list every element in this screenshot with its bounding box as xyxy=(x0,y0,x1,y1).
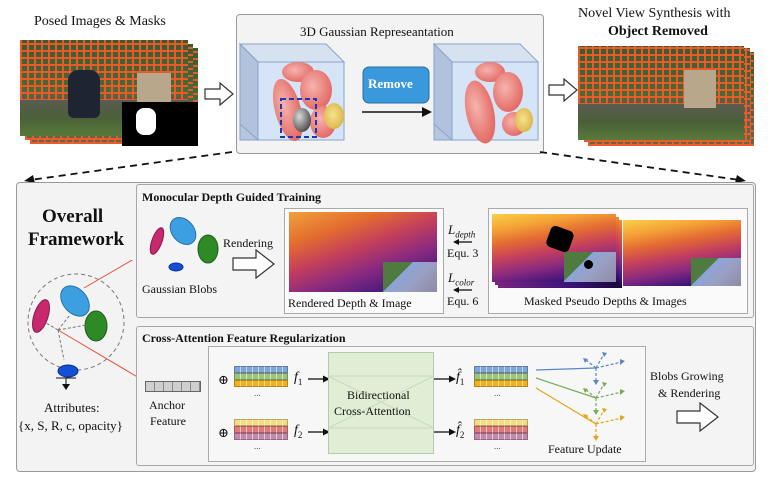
rendered-depth-image xyxy=(289,212,437,292)
anchor-label-line1: Anchor xyxy=(149,398,185,412)
feature-row-green xyxy=(234,373,288,380)
ellipsis: ... xyxy=(254,388,261,398)
input-label: Posed Images & Masks xyxy=(34,14,166,29)
framework-title-line1: Overall xyxy=(42,206,104,227)
arrow-right-icon xyxy=(308,375,330,383)
blobs-growing-line1: Blobs Growing xyxy=(650,369,724,383)
f1-label: f1 xyxy=(294,370,303,387)
attributes-set: {x, S, R, c, opacity} xyxy=(18,418,123,433)
arrow-left-icon xyxy=(453,287,472,293)
cardboard-box xyxy=(137,73,171,103)
remove-button[interactable] xyxy=(362,66,430,104)
pseudo-caption: Masked Pseudo Depths & Images xyxy=(524,294,687,308)
cross-attention-title: Cross-Attention Feature Regularization xyxy=(142,331,346,345)
masked-pseudo-depth xyxy=(492,214,616,282)
gaussian-scene-diagram xyxy=(238,42,540,144)
depth-training-title: Monocular Depth Guided Training xyxy=(142,190,322,204)
rendered-caption: Rendered Depth & Image xyxy=(288,296,412,310)
f2-label: f2 xyxy=(294,423,303,440)
feature-update-label: Feature Update xyxy=(548,442,622,456)
feature-row-blue xyxy=(234,366,288,373)
remove-button-label[interactable]: Remove xyxy=(368,76,413,91)
output-label-line1: Novel View Synthesis with xyxy=(578,6,731,21)
gaussian-blobs-figure xyxy=(149,217,219,272)
anchor-feature-vector xyxy=(145,381,201,392)
f1-hat-label: f̂1 xyxy=(456,370,465,387)
representation-title: 3D Gaussian Represeantation xyxy=(300,24,454,39)
feature-row-orange xyxy=(234,380,288,387)
ellipsis: ... xyxy=(494,388,501,398)
object-mask xyxy=(122,102,198,146)
updated-feature-row-green xyxy=(474,373,528,380)
module-label-line1: Bidirectional xyxy=(347,388,410,402)
module-label-line2: Cross-Attention xyxy=(334,404,411,418)
f2-hat-label: f̂2 xyxy=(456,423,465,440)
arrow-right-icon xyxy=(434,428,456,436)
hollow-arrow-right-icon xyxy=(232,249,275,279)
output-label-line2: Object Removed xyxy=(608,24,708,39)
expansion-arrows xyxy=(24,151,746,183)
updated-feature-row-purple xyxy=(474,433,528,440)
masked-rgb-inset xyxy=(564,252,616,282)
cube-after xyxy=(432,42,540,144)
updated-feature-row-orange xyxy=(474,380,528,387)
updated-feature-row-yellow xyxy=(474,419,528,426)
loss-color: Lcolor xyxy=(448,270,475,288)
attributes-label: Attributes: xyxy=(44,400,100,415)
gaussian-blobs-label: Gaussian Blobs xyxy=(142,282,217,296)
updated-feature-row-blue xyxy=(474,366,528,373)
updated-feature-row-red xyxy=(474,426,528,433)
arrow-right-icon xyxy=(308,428,330,436)
cube-before xyxy=(238,42,346,142)
gaussian-blob-cluster xyxy=(27,260,147,390)
arrow-right-icon xyxy=(434,375,456,383)
pseudo-rgb-inset xyxy=(691,258,741,286)
concat-icon: ⊕ xyxy=(218,425,229,440)
depth-mask-hole xyxy=(544,224,576,254)
output-image xyxy=(578,46,744,140)
ellipsis: ... xyxy=(254,441,261,451)
equ-depth: Equ. 3 xyxy=(447,246,479,260)
anchor-label-line2: Feature xyxy=(150,414,186,428)
pseudo-depth-image xyxy=(623,220,741,286)
feature-row-red xyxy=(234,426,288,433)
concat-icon: ⊕ xyxy=(218,372,229,387)
feature-row-yellow xyxy=(234,419,288,426)
framework-title-line2: Framework xyxy=(28,229,125,250)
rendered-rgb-inset xyxy=(383,262,437,292)
feature-update-diagram xyxy=(535,352,625,441)
loss-depth: Ldepth xyxy=(448,222,476,240)
arrow-left-icon xyxy=(453,239,472,245)
ellipsis: ... xyxy=(494,441,501,451)
feature-row-purple xyxy=(234,433,288,440)
hollow-arrow-right-icon xyxy=(204,82,234,106)
backpack xyxy=(68,70,100,118)
cardboard-box xyxy=(684,70,716,108)
equ-color: Equ. 6 xyxy=(447,294,479,308)
rendering-label: Rendering xyxy=(223,236,273,250)
hollow-arrow-right-icon xyxy=(676,402,719,432)
cross-attention-module xyxy=(328,352,434,454)
hollow-arrow-right-icon xyxy=(548,78,578,102)
blobs-growing-line2: & Rendering xyxy=(658,386,721,400)
